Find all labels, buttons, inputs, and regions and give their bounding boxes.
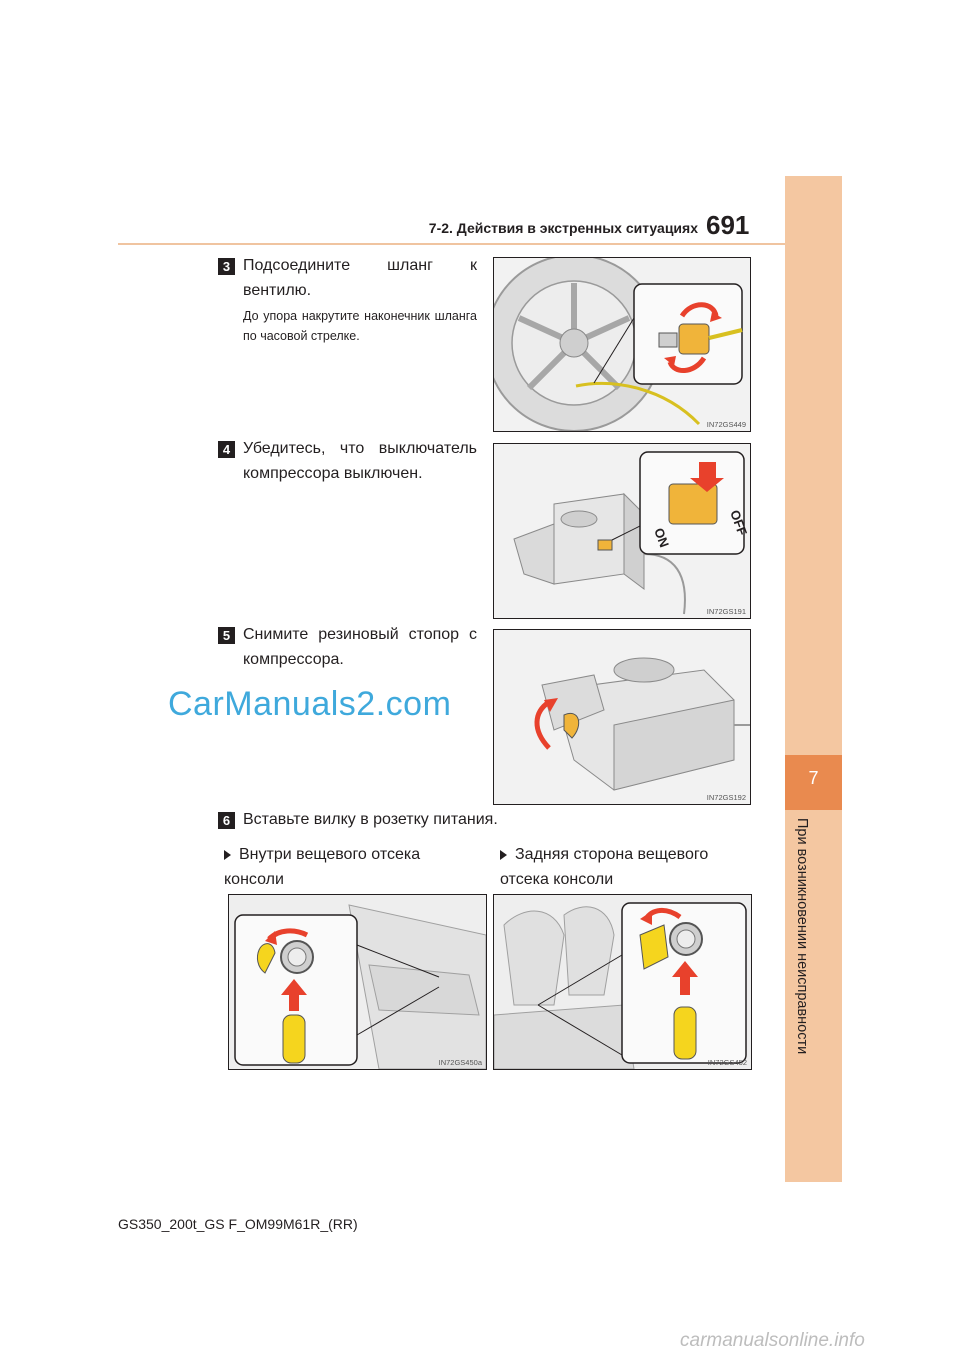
- section-title: 7-2. Действия в экстренных ситуациях: [428, 220, 698, 236]
- on-label: ON: [651, 526, 672, 549]
- step-3-text: Подсоедините шланг к вентилю.: [243, 257, 477, 299]
- step-badge-4: 4: [218, 441, 235, 458]
- header-rule: [118, 243, 785, 245]
- figure-hose-to-valve: IN72GS449: [493, 257, 751, 432]
- figure-socket-rear-console: IN72GS452: [493, 894, 752, 1070]
- option-console-inside: Внутри вещевого отсека консоли: [224, 842, 480, 892]
- watermark-link[interactable]: CarManuals2.com: [168, 685, 452, 723]
- figure-caption: IN72GS450a: [438, 1058, 482, 1067]
- chapter-tab: [785, 176, 842, 1182]
- step-6-text: Вставьте вилку в розетку питания.: [243, 811, 498, 828]
- chapter-number: 7: [808, 768, 819, 788]
- figure-socket-inside-console: IN72GS450a: [228, 894, 487, 1070]
- site-watermark[interactable]: carmanualsonline.info: [680, 1330, 865, 1351]
- figure-rubber-stopper: IN72GS192: [493, 629, 751, 805]
- option-label: Внутри вещевого отсека консоли: [224, 846, 421, 888]
- chapter-title: При возникновении неисправности: [794, 818, 810, 1055]
- chapter-tab-highlight: [785, 755, 842, 810]
- page-number: 691: [706, 210, 750, 240]
- step-4-text: Убедитесь, что выключатель компрессора в…: [243, 440, 477, 482]
- bullet-triangle-icon: [224, 849, 231, 860]
- option-label: Задняя сторона вещевого отсека консоли: [500, 846, 709, 888]
- figure-caption: IN72GS191: [706, 607, 746, 616]
- step-badge-5: 5: [218, 627, 235, 644]
- step-badge-6: 6: [218, 812, 235, 829]
- figure-caption: IN72GS452: [707, 1058, 747, 1067]
- step-5-text: Снимите резиновый стопор с компрессора.: [243, 626, 477, 668]
- figure-caption: IN72GS192: [706, 793, 746, 802]
- figure-caption: IN72GS449: [706, 420, 746, 429]
- option-console-rear: Задняя сторона вещевого отсека консоли: [500, 842, 750, 892]
- figure-compressor-switch: OFF ON IN72GS191: [493, 443, 751, 619]
- step-3-note: До упора накрутите наконечник шланга по …: [243, 309, 477, 343]
- document-code: GS350_200t_GS F_OM99M61R_(RR): [118, 1216, 358, 1232]
- step-badge-3: 3: [218, 258, 235, 275]
- bullet-triangle-icon: [500, 849, 507, 860]
- chapter-title-wrap: При возникновении неисправности: [792, 818, 812, 1054]
